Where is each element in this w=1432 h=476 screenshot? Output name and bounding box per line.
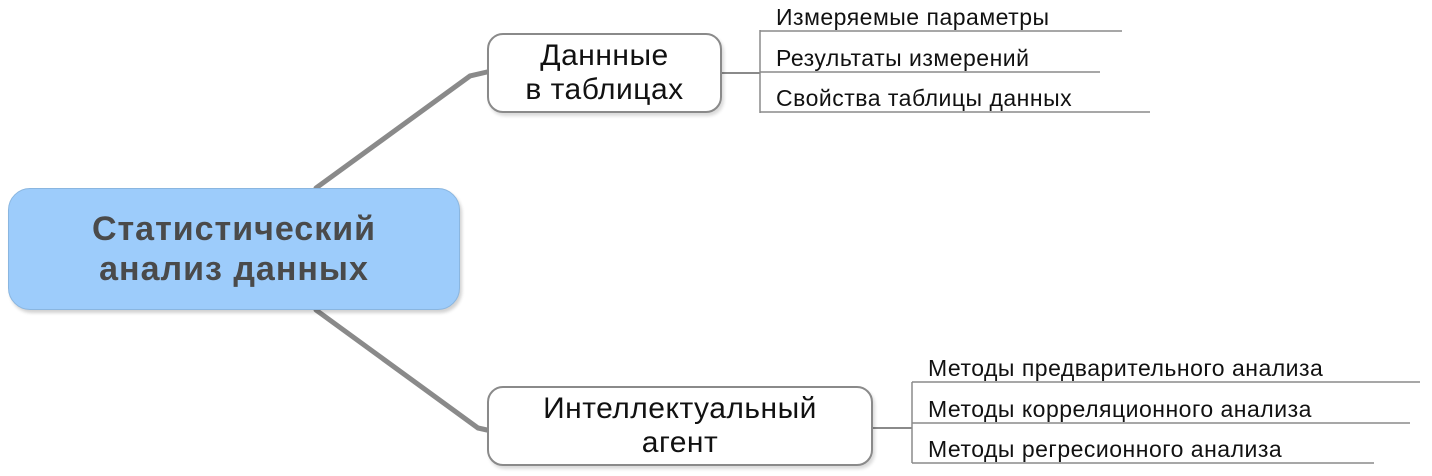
root-node[interactable]: Статистический анализ данных (8, 188, 460, 310)
branch-node-intelligent-agent[interactable]: Интеллектуальный агент (487, 386, 873, 466)
leaf-preliminary-analysis[interactable]: Методы предварительного анализа (928, 355, 1324, 381)
leaf-measured-parameters[interactable]: Измеряемые параметры (776, 4, 1050, 30)
root-label-line2: анализ данных (99, 250, 369, 288)
root-label-line1: Статистический (91, 210, 377, 248)
branch-label-line2: агент (641, 426, 719, 459)
leaf-measurement-results[interactable]: Результаты измерений (776, 45, 1030, 71)
leaf-regression-analysis[interactable]: Методы регресионного анализа (928, 436, 1283, 462)
branch-label-line1: Интеллектуальный (543, 392, 817, 425)
branch-label-line2: в таблицах (525, 73, 684, 106)
branch-node-data-tables[interactable]: Даннные в таблицах (487, 33, 722, 113)
leaf-correlation-analysis[interactable]: Методы корреляционного анализа (928, 396, 1312, 422)
branch-label-line1: Даннные (540, 39, 669, 72)
leaf-data-table-properties[interactable]: Свойства таблицы данных (776, 85, 1073, 111)
